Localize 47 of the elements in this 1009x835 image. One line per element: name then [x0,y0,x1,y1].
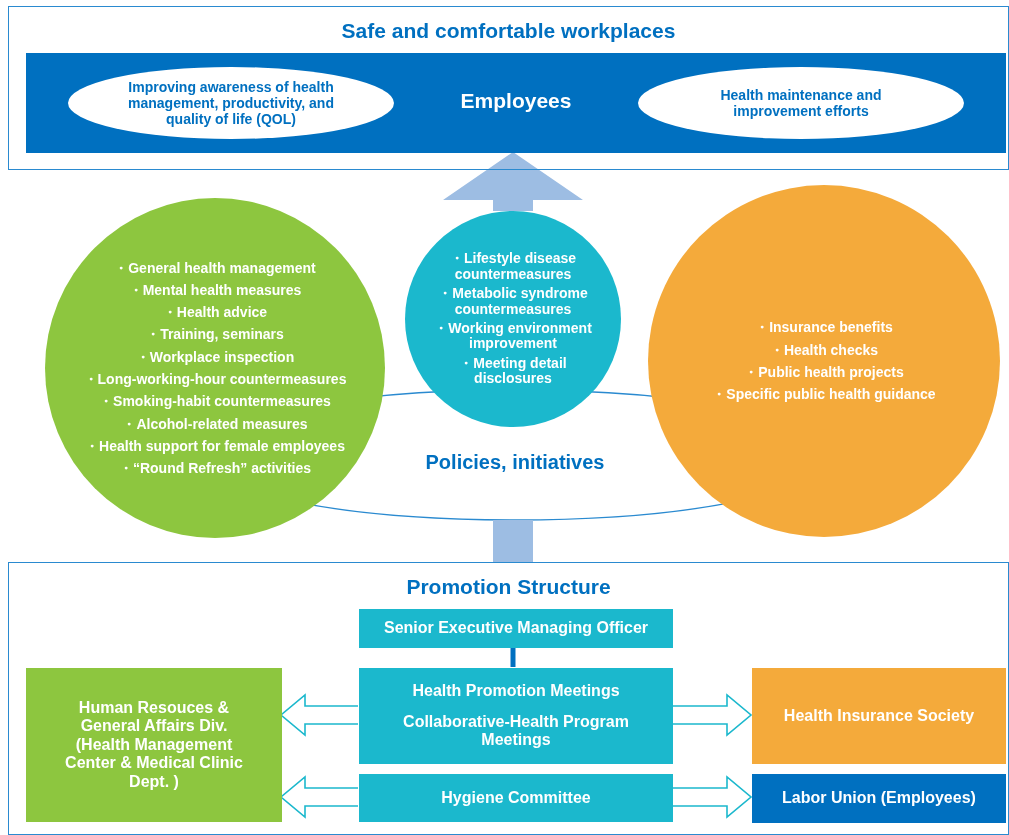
bullet-item: ・“Round Refresh” activities [117,459,313,479]
hollow-arrow [279,693,359,737]
section-panel [8,562,1009,835]
organization-box [752,774,1006,823]
box-text: Labor Union (Employees) [782,789,976,808]
bullet-item: ・Public health projects [743,363,905,382]
committee-box [359,774,673,822]
bullet-item: ・Metabolic syndrome countermeasures [437,286,589,317]
role-box [359,609,673,648]
ellipse-label: Policies, initiatives [424,451,606,474]
block-arrow [443,152,583,211]
bullet-item: ・Smoking-habit countermeasures [98,392,332,412]
section-heading: Safe and comfortable workplaces [340,19,677,44]
bullet-item: ・Mental health measures [127,280,303,300]
goal-text: Health maintenance and improvement efforts [719,86,883,120]
bullet-item: ・Meeting detail disclosures [458,355,568,387]
box-text: Health Promotion Meetings [411,682,621,701]
band-title: Employees [459,89,573,114]
connector-line [493,520,533,562]
bullet-item: ・Long-working-hour countermeasures [82,370,348,389]
section-panel [8,6,1009,170]
box-text: Collaborative-Health Program Meetings [402,712,630,750]
meeting-box [359,668,673,764]
goal-text: Improving awareness of health management, productivity, and quality of life (QOL) [127,78,335,128]
employees-band [26,53,1006,153]
department-box [26,668,282,822]
bullet-item: ・Health advice [161,303,269,323]
hollow-arrow [671,775,753,819]
section-heading: Promotion Structure [405,575,612,600]
bullet-item: ・Workplace inspection [134,347,296,367]
box-text: Senior Executive Managing Officer [382,619,650,638]
hollow-arrow [671,693,753,737]
bullet-item: ・Working environment improvement [433,321,593,352]
bullet-item: ・Health checks [768,340,880,360]
box-text: Human Resouces & General Affairs Div. (Health Management Center & Medical Clinic Dept. ) [64,699,244,791]
bullet-item: ・Training, seminars [145,325,285,345]
bullet-item: ・Alcohol-related measures [121,414,309,434]
bullet-item: ・Health support for female employees [84,436,346,456]
bullet-item: ・General health management [113,258,317,278]
organization-box [752,668,1006,764]
box-text: Health Insurance Society [782,706,976,726]
bullet-item: ・Lifestyle disease countermeasures [448,251,578,283]
bullet-item: ・Specific public health guidance [711,385,937,405]
connector-line [510,647,516,667]
box-text: Hygiene Committee [440,788,592,808]
hollow-arrow [279,775,359,819]
bullet-item: ・Insurance benefits [754,318,894,338]
